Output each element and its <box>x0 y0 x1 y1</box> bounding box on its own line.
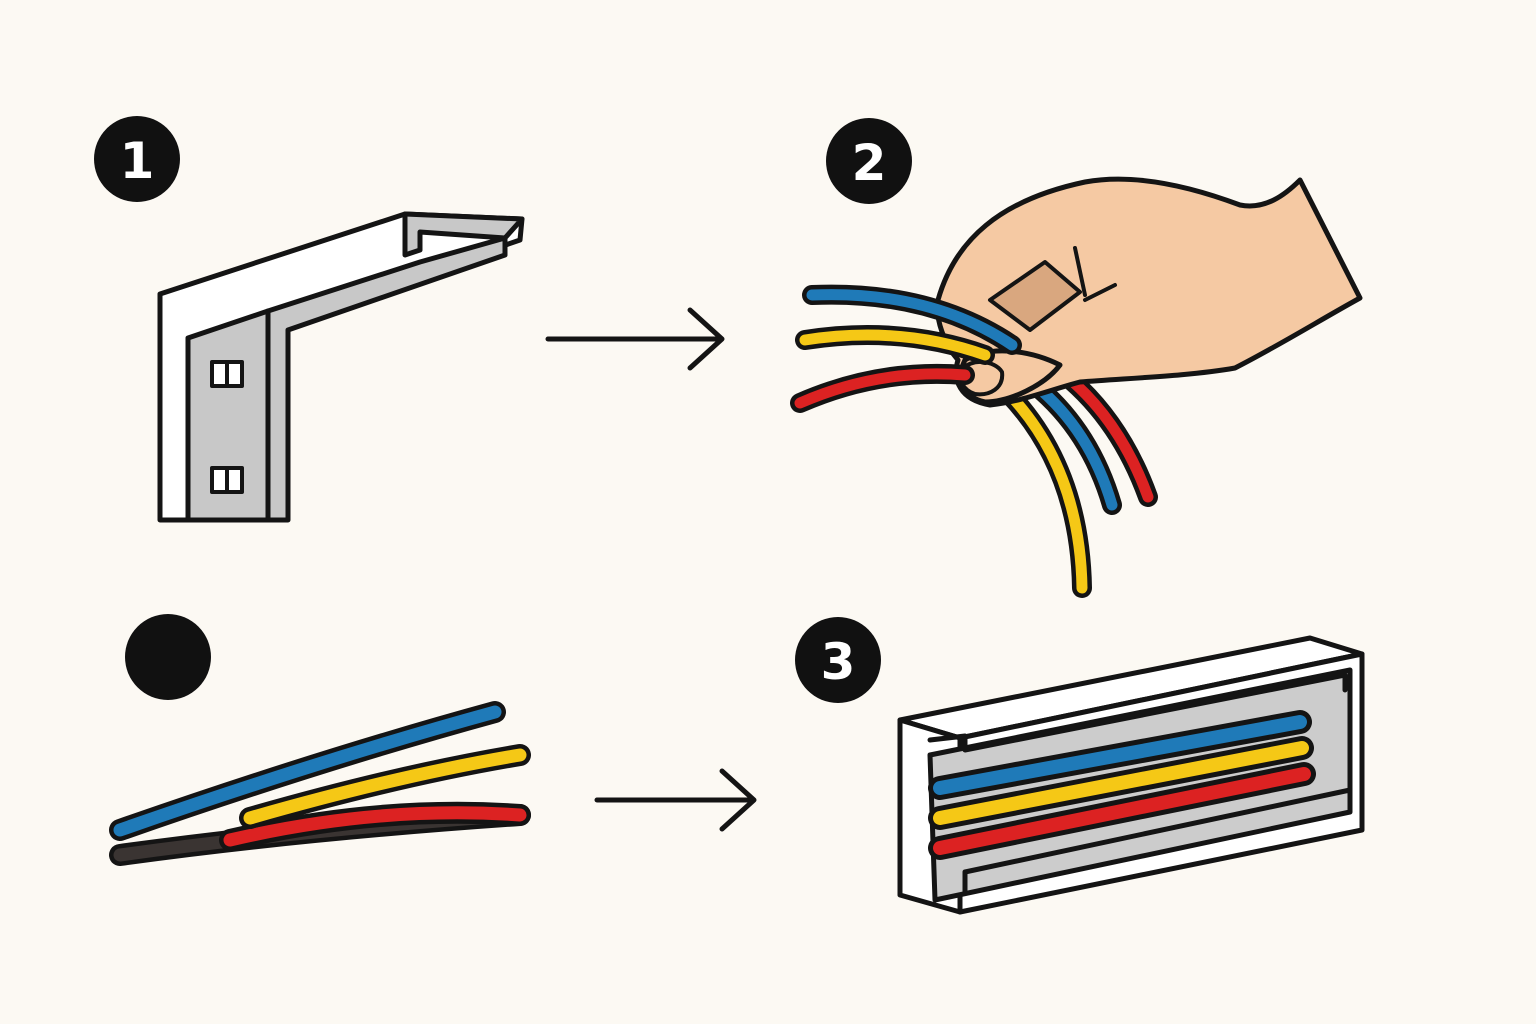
step-1-badge-number: 1 <box>120 132 155 190</box>
step-3: 3 <box>795 617 1365 915</box>
arrow-right-icon <box>545 307 725 371</box>
bracket-end-lip <box>402 211 525 258</box>
step-2-badge-circle <box>826 118 912 204</box>
step-3-badge-number: 3 <box>821 633 856 691</box>
bracket-icon <box>157 211 525 523</box>
front-wires <box>790 284 1022 413</box>
step-2: 2 <box>790 118 1363 598</box>
step-3-badge: 3 <box>795 617 881 703</box>
step-4-badge-circle <box>125 614 211 700</box>
fingernail-icon <box>988 260 1082 332</box>
channel-bottom-lip <box>962 787 1353 895</box>
step-1-badge: 1 <box>94 116 180 202</box>
knuckle-line-2 <box>1083 283 1117 302</box>
bundled-wires-icon <box>109 701 531 866</box>
hanging-wires <box>1000 365 1158 598</box>
channel-wires <box>928 710 1316 860</box>
step-3-badge-circle <box>795 617 881 703</box>
hand-holding-wires-icon <box>790 176 1363 598</box>
step-1: 1 <box>94 116 525 523</box>
bracket-arm-underside <box>265 235 508 523</box>
mounting-hole-top <box>210 360 244 388</box>
step-2-badge: 2 <box>826 118 912 204</box>
channel-top-lip <box>927 672 1348 753</box>
step-2-badge-number: 2 <box>852 134 887 192</box>
knuckle-line <box>1073 246 1087 297</box>
step-4-badge <box>125 614 211 700</box>
arrow-right-icon <box>594 768 757 832</box>
cable-channel-with-wires-icon <box>897 635 1365 915</box>
mounting-hole-bottom <box>210 466 244 494</box>
step-4 <box>109 614 531 866</box>
step-1-badge-circle <box>94 116 180 202</box>
